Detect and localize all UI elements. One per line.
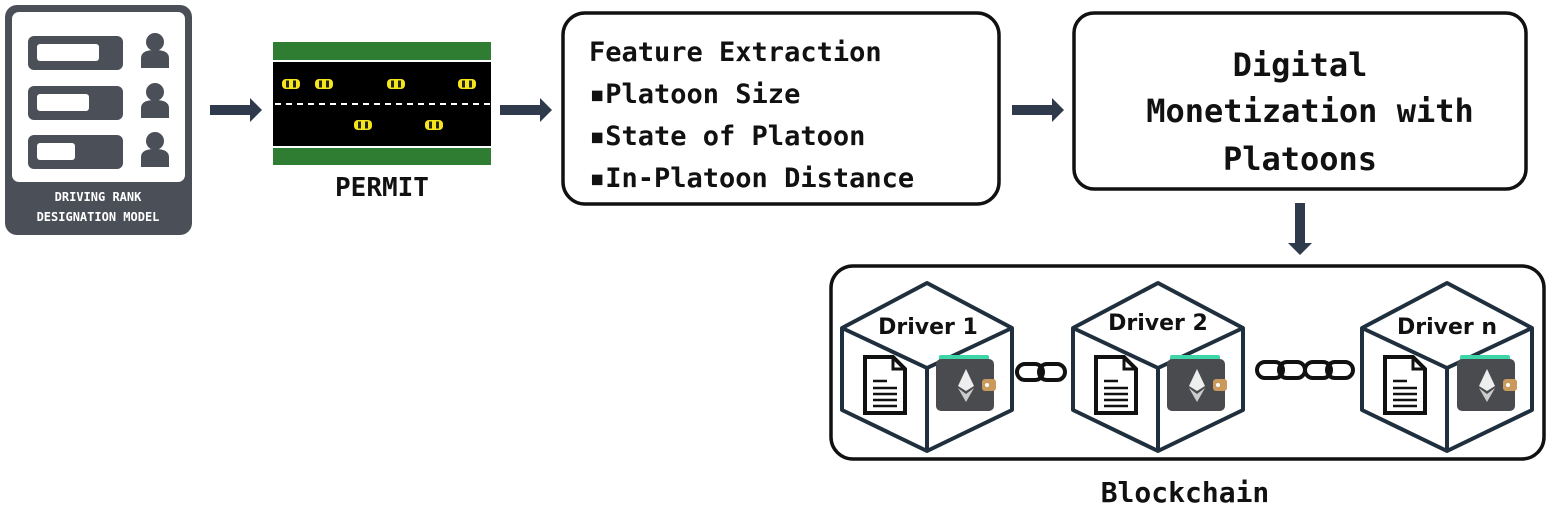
document-icon [863, 355, 907, 415]
block-driver-1: Driver 1 [840, 281, 1014, 453]
monetization-line: Digital [1233, 46, 1368, 84]
car-icon [425, 120, 443, 130]
arrow-right-icon [1012, 98, 1064, 122]
arrow-down-icon [1288, 203, 1312, 255]
feature-item: ▪In-Platoon Distance [589, 163, 914, 194]
feature-item: ▪Platoon Size [589, 79, 800, 110]
blockchain-label: Blockchain [1101, 476, 1270, 508]
ethereum-wallet-icon [1457, 355, 1517, 411]
car-icon [387, 79, 405, 89]
arrow-right-icon [500, 98, 552, 122]
block-driver-2: Driver 2 [1071, 281, 1245, 453]
car-icon [354, 120, 372, 130]
rank-bars [28, 36, 123, 169]
blockchain-box: Driver 1 Driver 2 Driver n [829, 264, 1546, 461]
car-icon [282, 79, 300, 89]
monetization-line: Monetization with [1146, 92, 1474, 130]
ethereum-wallet-icon [936, 355, 996, 411]
block-driver-n: Driver n [1360, 281, 1534, 453]
monetization-line: Platoons [1223, 140, 1377, 178]
arrow-right-icon [210, 98, 262, 122]
road-illustration [273, 42, 491, 165]
driving-rank-model-panel: DRIVING RANK DESIGNATION MODEL [5, 5, 192, 235]
driver-label: Driver 2 [1108, 311, 1208, 336]
permit-label: PERMIT [335, 173, 429, 203]
car-icon [315, 79, 333, 89]
ethereum-wallet-icon [1167, 355, 1227, 411]
rank-model-label-line1: DRIVING RANK [55, 190, 142, 204]
document-icon [1094, 355, 1138, 415]
feature-item: ▪State of Platoon [589, 121, 865, 152]
digital-monetization-box: Digital Monetization with Platoons [1072, 11, 1528, 191]
feature-extraction-box: Feature Extraction ▪Platoon Size ▪State … [561, 11, 1001, 206]
rank-model-label-line2: DESIGNATION MODEL [37, 210, 160, 224]
feature-extraction-title: Feature Extraction [589, 37, 882, 68]
document-icon [1383, 355, 1427, 415]
driver-label: Driver n [1397, 315, 1497, 340]
driver-label: Driver 1 [878, 315, 978, 340]
car-icon [458, 79, 476, 89]
